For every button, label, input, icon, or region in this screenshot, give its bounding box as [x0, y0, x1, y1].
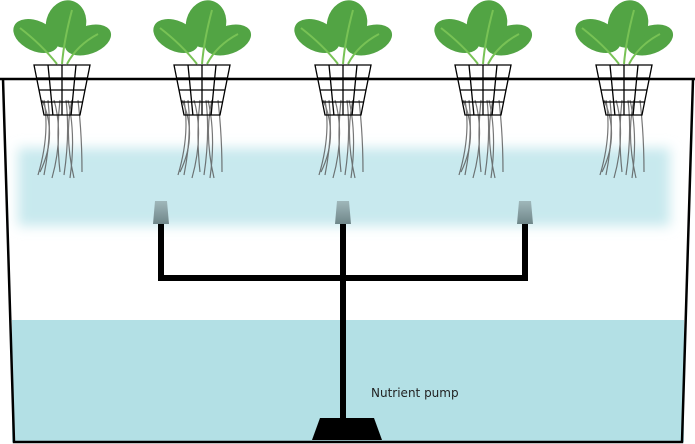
mist-nozzle [153, 201, 169, 224]
leaves [575, 0, 674, 65]
plant [434, 0, 533, 179]
net-pot [33, 64, 91, 116]
leaves [294, 0, 393, 65]
mist-nozzle [517, 201, 533, 224]
roots [318, 99, 364, 179]
net-pot [595, 64, 653, 116]
plant [575, 0, 674, 179]
roots [177, 99, 223, 179]
leaves [153, 0, 252, 65]
plant [153, 0, 252, 179]
leaves [13, 0, 112, 65]
roots [37, 99, 83, 179]
leaves [434, 0, 533, 65]
tank-outline [0, 77, 695, 444]
nutrient-pump [312, 418, 382, 440]
plant [294, 0, 393, 179]
plant [13, 0, 112, 179]
net-pot [454, 64, 512, 116]
nutrient-pump-label: Nutrient pump [371, 386, 459, 400]
pipe-manifold [158, 224, 528, 420]
net-pot [314, 64, 372, 116]
net-pot [173, 64, 231, 116]
roots [599, 99, 645, 179]
roots [458, 99, 504, 179]
mist-nozzle [335, 201, 351, 224]
